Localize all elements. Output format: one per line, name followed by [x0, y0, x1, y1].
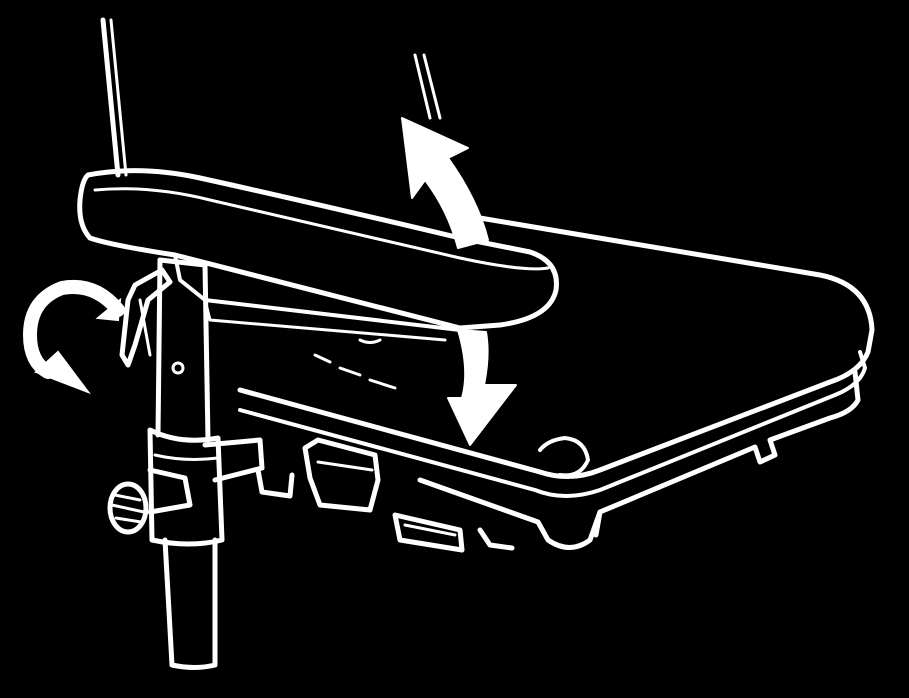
- seat-cushion: [237, 215, 875, 550]
- backrest-tube-left: [100, 17, 128, 178]
- adjustment-knob: [107, 467, 193, 535]
- mounting-bracket: [202, 437, 515, 553]
- clamping-lever: [119, 267, 173, 368]
- up-arrow-icon: [401, 117, 489, 249]
- backrest-tube-right: [413, 53, 442, 120]
- rotate-arrow-icon: [22, 280, 125, 395]
- down-arrow-icon: [447, 329, 517, 446]
